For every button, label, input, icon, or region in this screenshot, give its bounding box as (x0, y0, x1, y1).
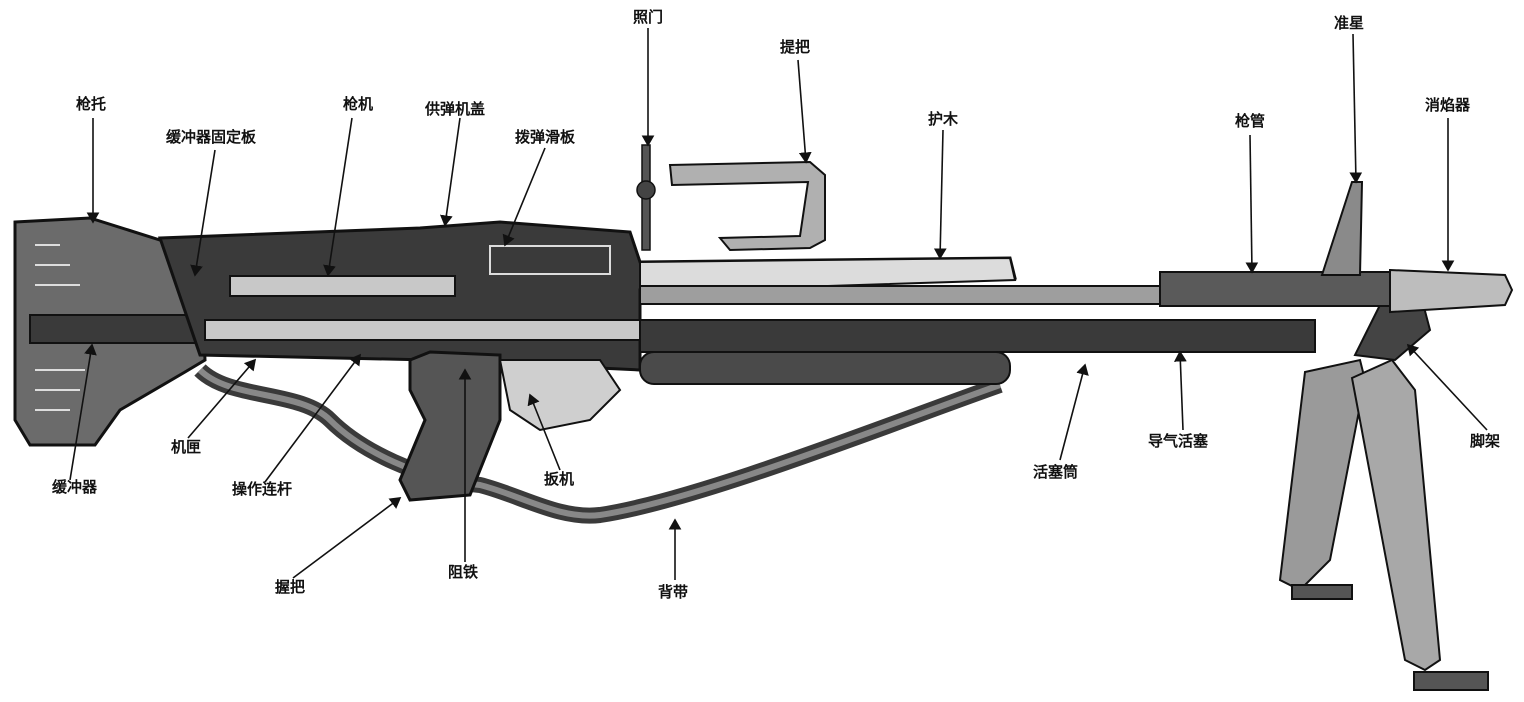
leader-lines (69, 28, 1488, 580)
label-front-sight: 准星 (1334, 14, 1365, 32)
carry-handle (668, 160, 826, 252)
label-bolt: 枪机 (343, 95, 374, 113)
label-sear: 阻铁 (448, 563, 479, 581)
label-pistol-grip: 握把 (275, 578, 306, 596)
front-sight (1320, 181, 1364, 276)
label-stock: 枪托 (76, 95, 107, 113)
label-receiver: 机匣 (171, 438, 202, 456)
gas-cylinder (639, 319, 1316, 385)
label-gas-piston: 导气活塞 (1148, 432, 1209, 450)
label-carry-handle: 提把 (780, 38, 811, 56)
label-gas-cylinder: 活塞筒 (1033, 463, 1079, 481)
trigger-guard (498, 359, 622, 432)
rear-sight (636, 144, 656, 251)
label-rear-sight: 照门 (633, 8, 664, 26)
label-buffer: 缓冲器 (52, 478, 98, 496)
handguard (639, 256, 1017, 294)
label-feed-cover: 供弹机盖 (425, 100, 486, 118)
label-handguard: 护木 (928, 110, 959, 128)
label-flash-hider: 消焰器 (1425, 96, 1471, 114)
label-trigger: 扳机 (544, 470, 575, 488)
label-op-rod: 操作连杆 (232, 480, 293, 498)
flash-hider (1389, 268, 1514, 314)
label-sling: 背带 (658, 583, 689, 601)
label-buffer-plate: 缓冲器固定板 (166, 128, 257, 146)
barrel (639, 271, 1391, 307)
pistol-grip (398, 350, 502, 502)
label-feed-slide: 拨弹滑板 (515, 128, 576, 146)
sling (194, 363, 1003, 524)
label-bipod: 脚架 (1470, 432, 1501, 450)
label-barrel: 枪管 (1235, 112, 1266, 130)
